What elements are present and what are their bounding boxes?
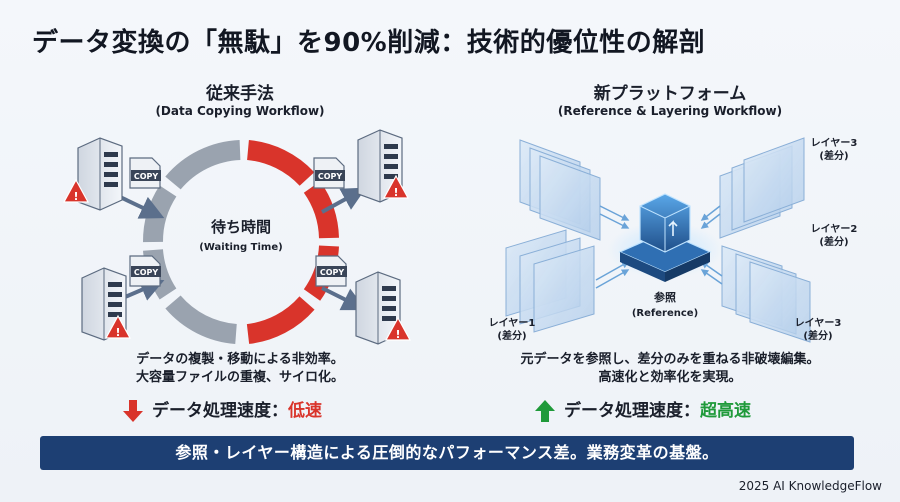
- warning-icon: !: [384, 316, 412, 341]
- right-speed: データ処理速度：超高速: [532, 396, 751, 424]
- server-icon: [355, 271, 401, 345]
- svg-text:!: !: [393, 186, 398, 199]
- left-speed: データ処理速度：低速: [120, 396, 322, 424]
- left-description-line1: データの複製・移動による非効率。: [136, 352, 344, 367]
- copy-tag: COPY: [134, 268, 159, 277]
- flow-arrow: [321, 286, 367, 311]
- layer-panel-icon: [719, 137, 805, 239]
- left-description-line2: 大容量ファイルの重複、サイロ化。: [135, 370, 344, 385]
- arrow-down-icon: [123, 400, 143, 422]
- arrow-up-icon: [535, 400, 555, 422]
- copy-tag: COPY: [318, 172, 343, 181]
- left-speed-label: データ処理速度：: [152, 401, 288, 421]
- ring-segment-gray: [142, 185, 177, 243]
- warning-icon: !: [104, 314, 132, 339]
- right-description-line1: 元データを参照し、差分のみを重ねる非破壊編集。: [520, 352, 820, 367]
- svg-text:!: !: [115, 326, 120, 339]
- right-description: 元データを参照し、差分のみを重ねる非破壊編集。 高速化と効率化を実現。: [490, 351, 850, 387]
- warning-icon: !: [62, 178, 90, 203]
- ring-segment-red: [246, 296, 315, 344]
- left-speed-value: 低速: [288, 401, 322, 421]
- copy-tag: COPY: [134, 172, 159, 181]
- layer-label-mid-right: レイヤー2: [811, 223, 858, 235]
- layer-panel-icon: [505, 229, 595, 333]
- reference-sub: (Reference): [632, 308, 698, 319]
- layer-panel-icon: [519, 139, 601, 241]
- right-description-line2: 高速化と効率化を実現。: [598, 370, 742, 385]
- ring-segment-gray: [165, 140, 241, 190]
- ring-segment-gray: [165, 295, 238, 344]
- flow-arrow: [117, 194, 165, 219]
- right-speed-value: 超高速: [700, 401, 751, 421]
- copy-file-icon: COPY: [129, 157, 161, 189]
- ring-segment-red: [246, 140, 315, 187]
- layer-label-top-right: レイヤー3: [811, 137, 858, 149]
- layer-diff-top-right: (差分): [819, 149, 848, 162]
- page-title: データ変換の「無駄」を90%削減：技術的優位性の解剖: [32, 28, 706, 58]
- layer-diff-mid-right: (差分): [819, 235, 848, 248]
- layer-diff-bottom-right: (差分): [803, 329, 832, 342]
- warning-icon: !: [382, 174, 410, 199]
- svg-text:!: !: [73, 190, 78, 203]
- copy-file-icon: COPY: [129, 255, 161, 287]
- diagram-canvas: 待ち時間 (Waiting Time) ! COPY ! COPY: [62, 129, 858, 345]
- svg-text:!: !: [395, 328, 400, 341]
- reference-beams: [595, 205, 723, 289]
- reference-node-icon: [607, 193, 723, 282]
- right-subheading: (Reference & Layering Workflow): [557, 104, 783, 118]
- right-heading: 新プラットフォーム: [593, 84, 747, 104]
- layer-diff-bottom-left: (差分): [497, 329, 526, 342]
- right-speed-label: データ処理速度：: [564, 401, 700, 421]
- copy-file-icon: COPY: [315, 255, 347, 287]
- layer-label-bottom-right: レイヤー3: [795, 317, 842, 329]
- left-subheading: (Data Copying Workflow): [155, 104, 325, 118]
- copy-tag: COPY: [320, 268, 345, 277]
- layer-panel-icon: [721, 245, 811, 343]
- summary-banner: 参照・レイヤー構造による圧倒的なパフォーマンス差。業務変革の基盤。: [40, 436, 854, 470]
- ring-segment-red: [303, 181, 339, 239]
- left-heading: 従来手法: [206, 84, 274, 104]
- copy-file-icon: COPY: [313, 157, 345, 189]
- left-description: データの複製・移動による非効率。 大容量ファイルの重複、サイロ化。: [80, 351, 400, 387]
- footer-credit: 2025 AI KnowledgeFlow: [738, 479, 882, 493]
- flow-arrow: [321, 187, 367, 214]
- layer-label-bottom-left: レイヤー1: [489, 317, 536, 329]
- waiting-time-label: 待ち時間: [211, 218, 271, 236]
- waiting-time-sub: (Waiting Time): [199, 242, 282, 253]
- reference-label: 参照: [654, 290, 676, 304]
